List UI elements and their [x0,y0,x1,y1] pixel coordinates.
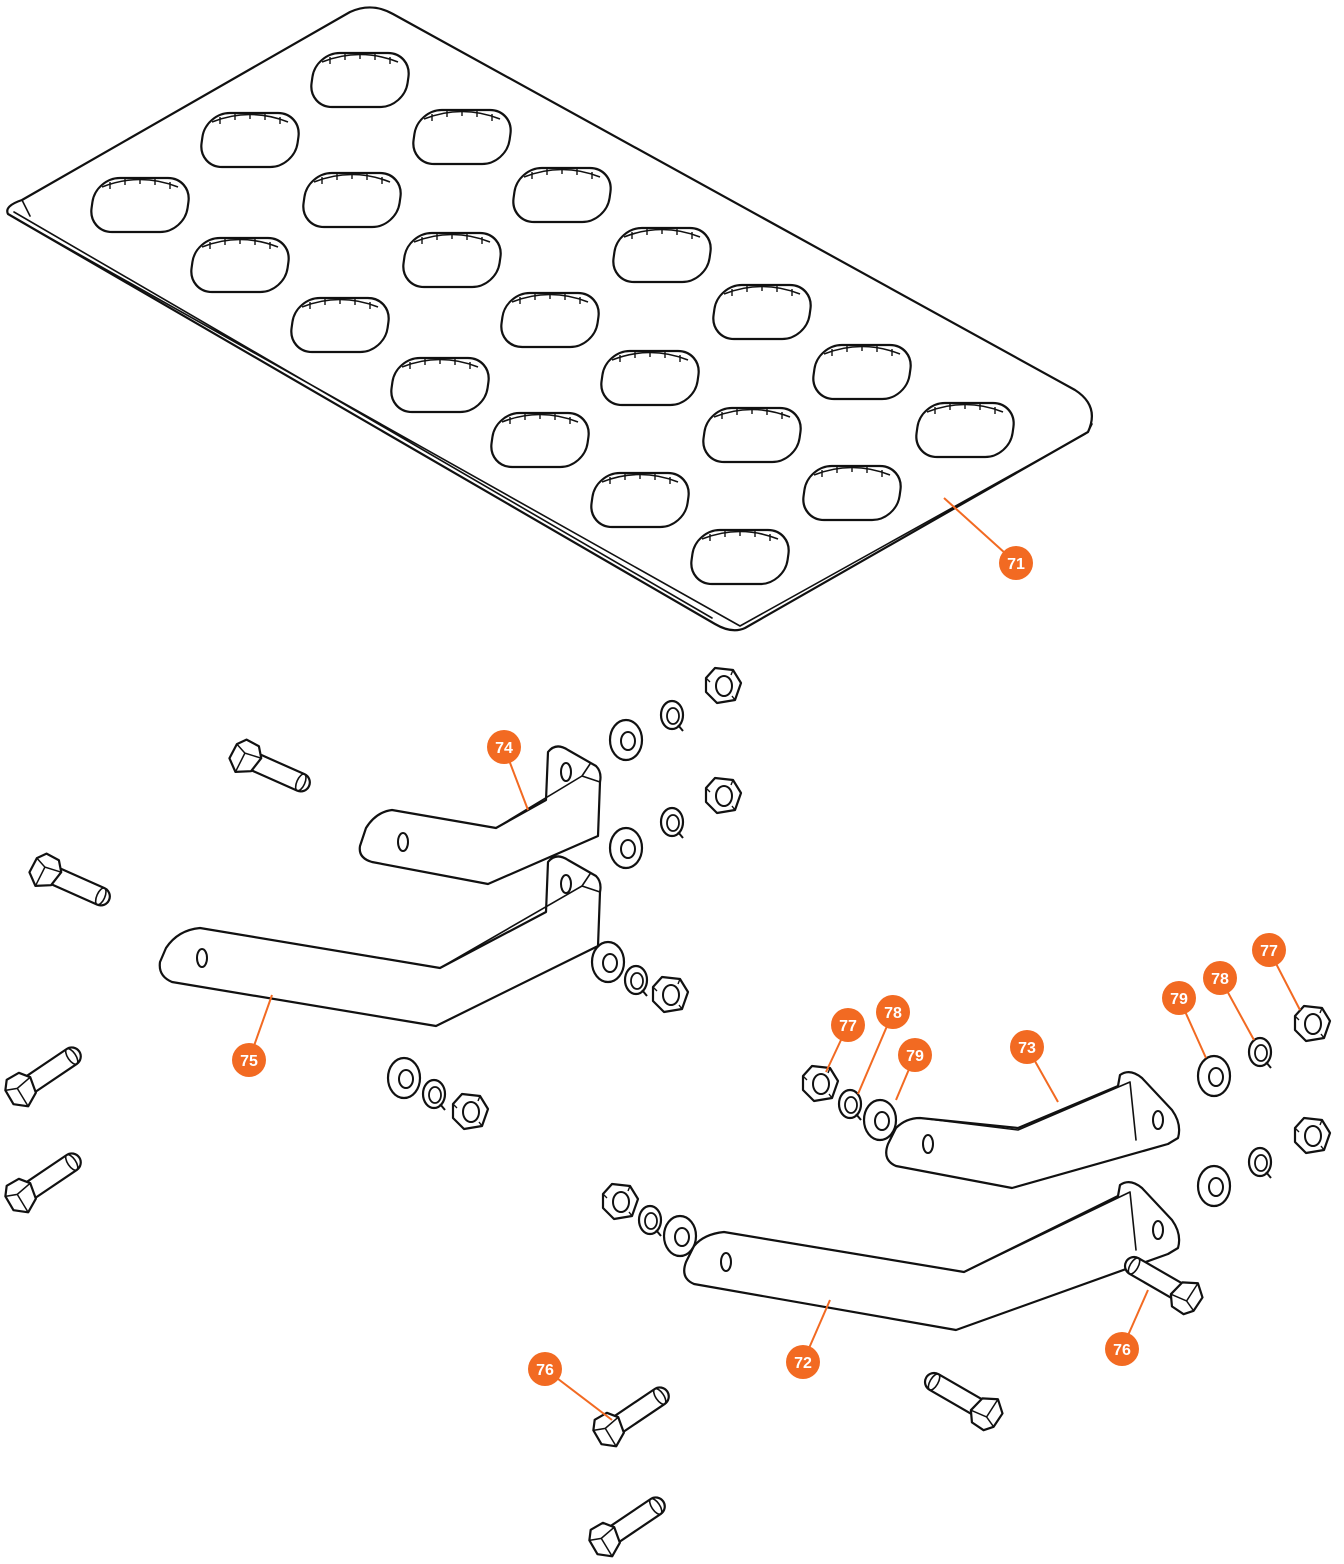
callout-label: 79 [1170,991,1188,1008]
callout-label: 77 [839,1018,857,1035]
callout-badge-74 [487,730,521,764]
callout-label: 78 [1211,971,1229,988]
callout-badge-78 [876,995,910,1029]
callout-badge-73 [1010,1030,1044,1064]
callout-badge-77 [831,1008,865,1042]
callout-badge-78 [1203,961,1237,995]
bracket-75 [158,855,602,1028]
callout-label: 75 [240,1053,258,1070]
callout-badge-75 [232,1043,266,1077]
callout-label: 72 [794,1355,812,1372]
callout-label: 71 [1007,556,1025,573]
plate-side-edge [21,199,1093,433]
callout-label: 79 [906,1048,924,1065]
callout-label: 76 [536,1362,554,1379]
callout-badge-79 [898,1038,932,1072]
callout-label: 74 [495,740,513,757]
callout-badge-76 [528,1352,562,1386]
callout-badge-77 [1252,933,1286,967]
callout-label: 76 [1113,1342,1131,1359]
plate-front-edge [13,211,1086,627]
bracket-74 [358,745,602,886]
callout-badge-79 [1162,981,1196,1015]
callout-badge-71 [999,546,1033,580]
callout-badge-72 [786,1345,820,1379]
callouts: 71 74 75 77 78 79 73 79 78 77 72 76 76 [232,497,1301,1421]
step-plate [6,6,1093,632]
bracket-72 [683,1181,1181,1332]
callout-badge-76 [1105,1332,1139,1366]
callout-label: 77 [1260,943,1278,960]
callout-label: 73 [1018,1040,1036,1057]
callout-label: 78 [884,1005,902,1022]
bracket-73 [885,1071,1181,1190]
